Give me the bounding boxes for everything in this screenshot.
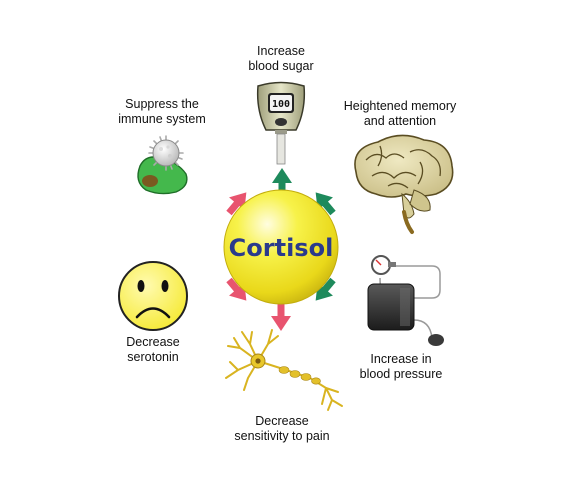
label-line: Suppress the [125, 97, 199, 111]
label-pain: Decrease sensitivity to pain [212, 414, 352, 444]
label-line: Decrease [255, 414, 309, 428]
label-line: Heightened memory [343, 99, 457, 113]
label-line: blood sugar [248, 59, 314, 73]
label-memory: Heightened memory and attention [330, 99, 470, 129]
label-line: blood pressure [359, 367, 443, 381]
neuron-icon [225, 329, 343, 411]
label-line: Increase [257, 44, 305, 58]
label-immune: Suppress the immune system [107, 97, 217, 127]
label-line: Increase in [370, 352, 432, 366]
cortisol-label: Cortisol [229, 234, 334, 262]
immune-cell-icon [137, 135, 188, 195]
label-serotonin: Decrease serotonin [103, 335, 203, 365]
label-line: sensitivity to pain [234, 429, 330, 443]
sad-face-icon [118, 261, 188, 331]
label-line: and attention [363, 114, 437, 128]
blood-pressure-cuff-icon [367, 255, 444, 346]
arrow-up-blood-sugar [272, 168, 292, 195]
label-blood-sugar: Increase blood sugar [226, 44, 336, 74]
brain-icon [354, 134, 454, 234]
label-line: immune system [118, 112, 206, 126]
label-blood-pressure: Increase in blood pressure [346, 352, 456, 382]
arrow-pain [271, 304, 291, 331]
glucose-meter-icon: 100 [256, 81, 306, 165]
label-line: Decrease [126, 335, 180, 349]
cortisol-ball: Cortisol [223, 189, 339, 305]
meter-reading: 100 [272, 99, 290, 110]
label-line: serotonin [127, 350, 179, 364]
